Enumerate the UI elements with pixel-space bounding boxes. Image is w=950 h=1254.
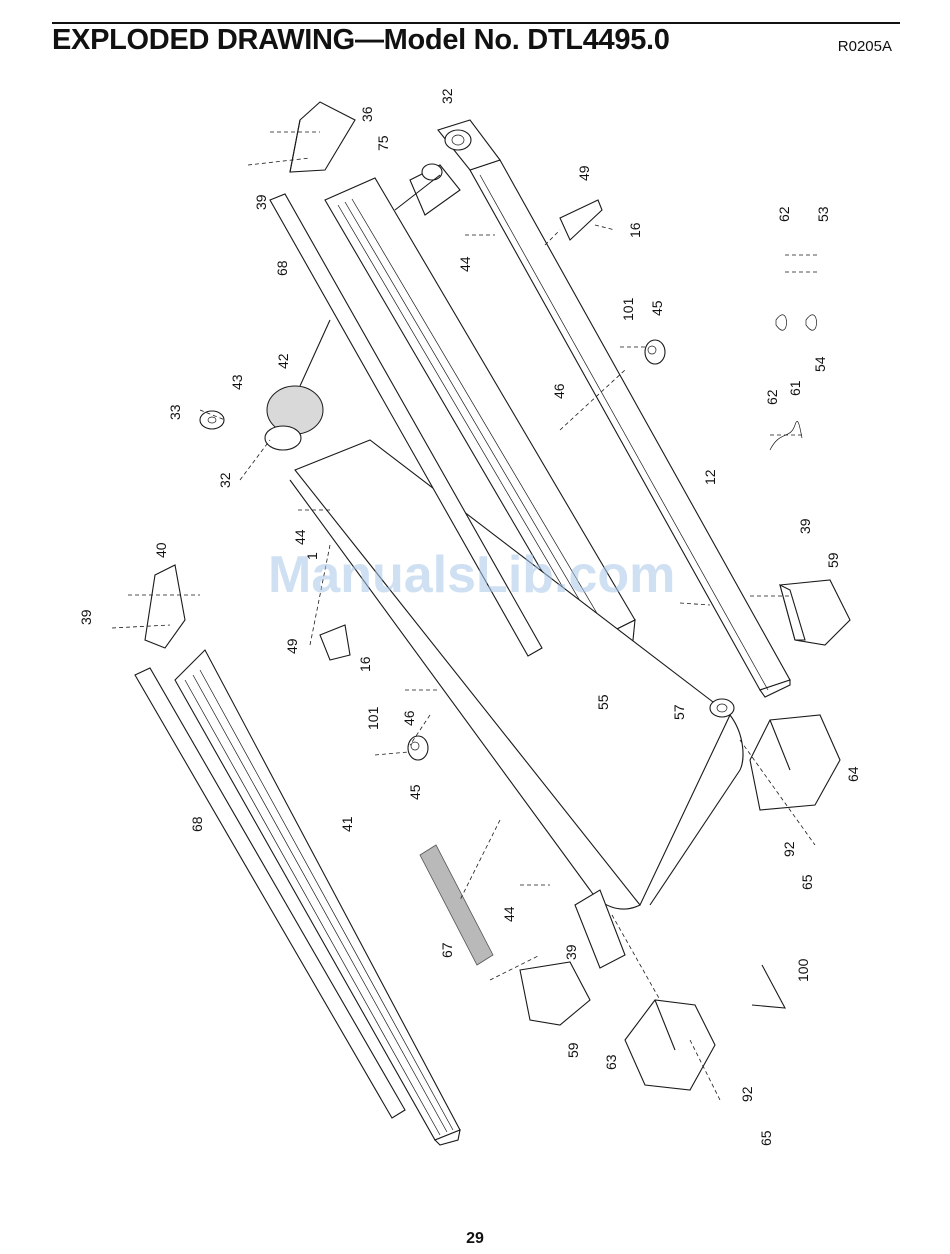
decal-67 bbox=[420, 845, 493, 965]
part-label: 16 bbox=[357, 656, 373, 672]
end-cap-63 bbox=[625, 1000, 715, 1090]
part-label: 44 bbox=[501, 906, 517, 922]
part-label: 101 bbox=[620, 297, 636, 321]
part-label: 101 bbox=[365, 706, 381, 730]
part-label: 65 bbox=[758, 1130, 774, 1146]
part-label: 39 bbox=[253, 194, 269, 210]
foot-59-left bbox=[520, 962, 590, 1025]
part-label: 68 bbox=[189, 816, 205, 832]
part-label: 39 bbox=[797, 518, 813, 534]
part-label: 42 bbox=[275, 353, 291, 369]
part-label: 32 bbox=[217, 472, 233, 488]
watermark: ManualsLib.com bbox=[268, 546, 675, 604]
pulley-42 bbox=[265, 320, 330, 450]
part-label: 43 bbox=[229, 374, 245, 390]
part-label: 46 bbox=[401, 710, 417, 726]
part-label: 53 bbox=[815, 206, 831, 222]
part-label: 62 bbox=[764, 389, 780, 405]
wire-61 bbox=[770, 421, 802, 450]
part-label: 67 bbox=[439, 942, 455, 958]
part-label: 57 bbox=[671, 704, 687, 720]
part-label: 59 bbox=[825, 552, 841, 568]
part-label: 39 bbox=[563, 944, 579, 960]
part-label: 1 bbox=[304, 552, 320, 560]
part-label: 59 bbox=[565, 1042, 581, 1058]
part-label: 16 bbox=[627, 222, 643, 238]
cover-40 bbox=[145, 565, 185, 648]
wrench-100 bbox=[752, 965, 785, 1008]
part-label: 44 bbox=[292, 529, 308, 545]
isolator-45-lower bbox=[408, 736, 428, 760]
part-label: 63 bbox=[603, 1054, 619, 1070]
part-label: 55 bbox=[595, 694, 611, 710]
part-label: 33 bbox=[167, 404, 183, 420]
part-label: 92 bbox=[781, 841, 797, 857]
foot-59-right bbox=[780, 580, 850, 645]
part-label: 32 bbox=[439, 88, 455, 104]
frame-rail-left-end bbox=[575, 890, 625, 968]
part-label: 12 bbox=[702, 469, 718, 485]
part-label: 64 bbox=[845, 766, 861, 782]
side-rail-41 bbox=[175, 650, 460, 1145]
part-label: 41 bbox=[339, 816, 355, 832]
isolator-45-upper bbox=[645, 340, 665, 364]
bracket-49-upper bbox=[560, 200, 602, 240]
part-label: 62 bbox=[776, 206, 792, 222]
part-label: 36 bbox=[359, 106, 375, 122]
part-label: 39 bbox=[78, 609, 94, 625]
part-label: 46 bbox=[551, 383, 567, 399]
part-label: 68 bbox=[274, 260, 290, 276]
pulley-cap-33 bbox=[200, 411, 224, 429]
part-label: 44 bbox=[457, 256, 473, 272]
part-label: 65 bbox=[799, 874, 815, 890]
clip-54 bbox=[776, 315, 817, 331]
part-label: 45 bbox=[649, 300, 665, 316]
cover-36 bbox=[290, 102, 355, 172]
page-number: 29 bbox=[0, 1230, 950, 1248]
part-label: 61 bbox=[787, 380, 803, 396]
part-label: 100 bbox=[795, 958, 811, 982]
part-label: 49 bbox=[576, 165, 592, 181]
part-label: 40 bbox=[153, 542, 169, 558]
bracket-49-lower bbox=[320, 625, 350, 660]
side-trim-68-left bbox=[135, 668, 405, 1118]
part-label: 75 bbox=[375, 135, 391, 151]
front-roller bbox=[395, 164, 460, 215]
end-cap-64 bbox=[750, 715, 840, 810]
part-label: 49 bbox=[284, 638, 300, 654]
part-label: 92 bbox=[739, 1086, 755, 1102]
part-label: 45 bbox=[407, 784, 423, 800]
part-label: 54 bbox=[812, 356, 828, 372]
